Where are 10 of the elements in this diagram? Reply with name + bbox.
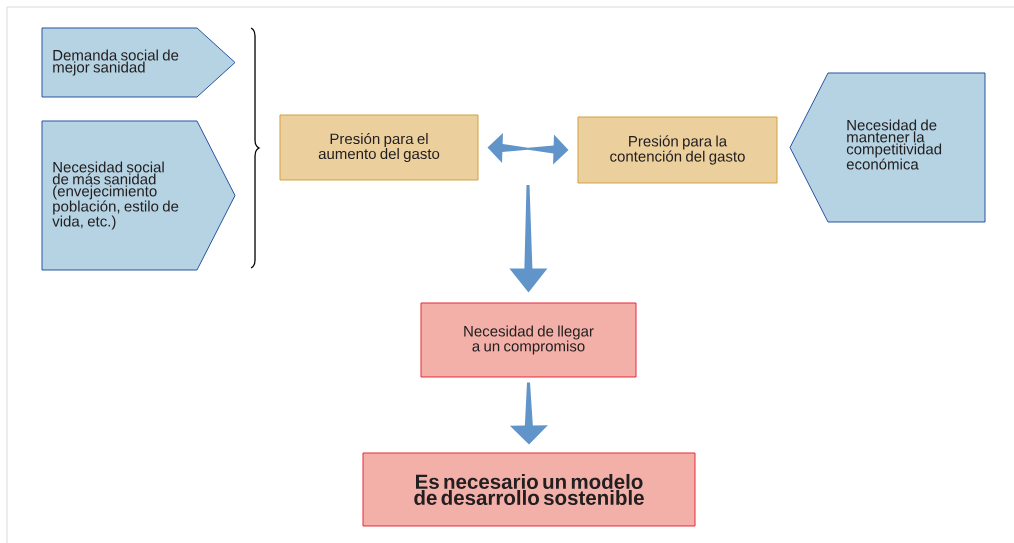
pentagon-box: Necesidad de mantener la competitividad económica bbox=[789, 72, 986, 223]
arrow bbox=[509, 185, 548, 293]
arrow bbox=[509, 382, 548, 445]
pentagon-box: Necesidad social de más sanidad (envejecimiento población, estilo de vida, etc.) bbox=[41, 120, 236, 271]
arrow bbox=[487, 132, 569, 165]
process-box: Es necesario un modelo de desarrollo sostenible bbox=[362, 452, 696, 527]
process-box: Presión para la contención del gasto bbox=[577, 116, 778, 184]
process-box: Presión para el aumento del gasto bbox=[279, 114, 479, 181]
process-box: Necesidad de llegar a un compromiso bbox=[420, 302, 637, 378]
pentagon-box: Demanda social de mejor sanidad bbox=[41, 27, 236, 98]
